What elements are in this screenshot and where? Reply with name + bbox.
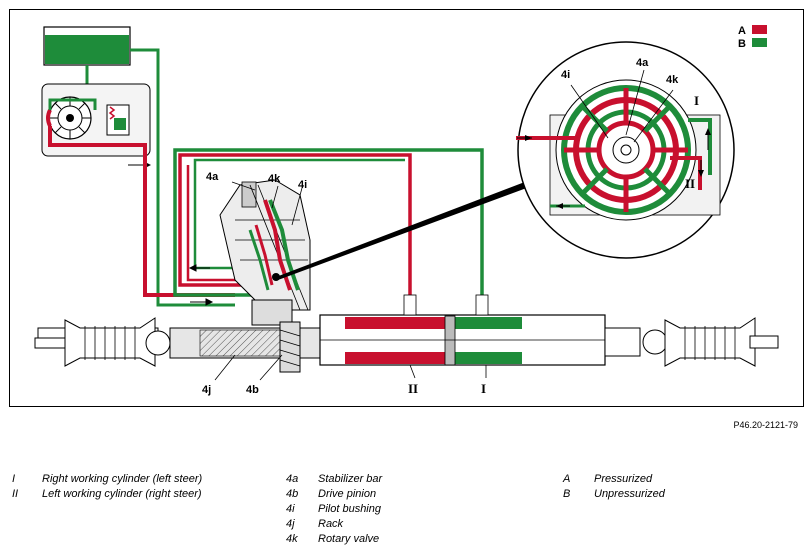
- key-a-letter: A: [738, 25, 746, 37]
- rack-assembly: [34, 294, 779, 373]
- rotary-valve-detail: [516, 41, 735, 259]
- legend-text: Drive pinion: [318, 488, 377, 500]
- legend-text: Right working cylinder (left steer): [42, 473, 203, 485]
- legend-text: Rotary valve: [318, 533, 380, 545]
- valve-housing: [219, 179, 311, 326]
- key-b-swatch: [752, 38, 767, 47]
- figure-reference: P46.20-2121-79: [733, 420, 798, 430]
- legend-text: Rack: [318, 518, 344, 530]
- label-cylinder-II: II: [408, 381, 418, 396]
- detail-label-I: I: [694, 93, 699, 108]
- label-4k: 4k: [268, 173, 281, 185]
- label-4i: 4i: [298, 179, 307, 191]
- legend-text: Left working cylinder (right steer): [42, 488, 202, 500]
- label-4j: 4j: [202, 384, 211, 396]
- line-to-cylinder-II: [178, 153, 412, 320]
- legend-text: Pilot bushing: [318, 503, 381, 515]
- legend-key: 4b: [286, 488, 299, 500]
- label-4b: 4b: [246, 384, 259, 396]
- line-to-cylinder-I: [173, 148, 484, 320]
- legend-key: II: [12, 488, 19, 500]
- legend-key: I: [12, 473, 16, 485]
- legend-text: Unpressurized: [594, 488, 665, 500]
- legend-key: 4a: [286, 473, 299, 485]
- flow-arrows: [188, 264, 214, 306]
- legend-text: Pressurized: [594, 473, 653, 485]
- detail-label-4k: 4k: [666, 74, 679, 86]
- legend-key: 4k: [286, 533, 298, 545]
- detail-label-4i: 4i: [561, 69, 570, 81]
- label-cylinder-I: I: [481, 381, 486, 396]
- key-a-swatch: [752, 25, 767, 34]
- steering-diagram: A B 4a 4k 4i 4j 4b II I 4i 4a 4k I II: [9, 9, 804, 407]
- legend-key: 4i: [286, 503, 295, 515]
- key-b-letter: B: [738, 38, 746, 50]
- fluid-reservoir: [43, 26, 131, 90]
- detail-label-II: II: [685, 176, 695, 191]
- legend-key: B: [563, 488, 571, 500]
- detail-label-4a: 4a: [636, 57, 649, 69]
- detail-pointer: [276, 180, 532, 280]
- return-line: [130, 48, 235, 307]
- legend-text: Stabilizer bar: [318, 473, 383, 485]
- legend-key: A: [563, 473, 571, 485]
- legend-key: 4j: [286, 518, 295, 530]
- power-steering-pump: [41, 83, 151, 168]
- label-4a: 4a: [206, 171, 219, 183]
- color-key: A B: [738, 25, 767, 50]
